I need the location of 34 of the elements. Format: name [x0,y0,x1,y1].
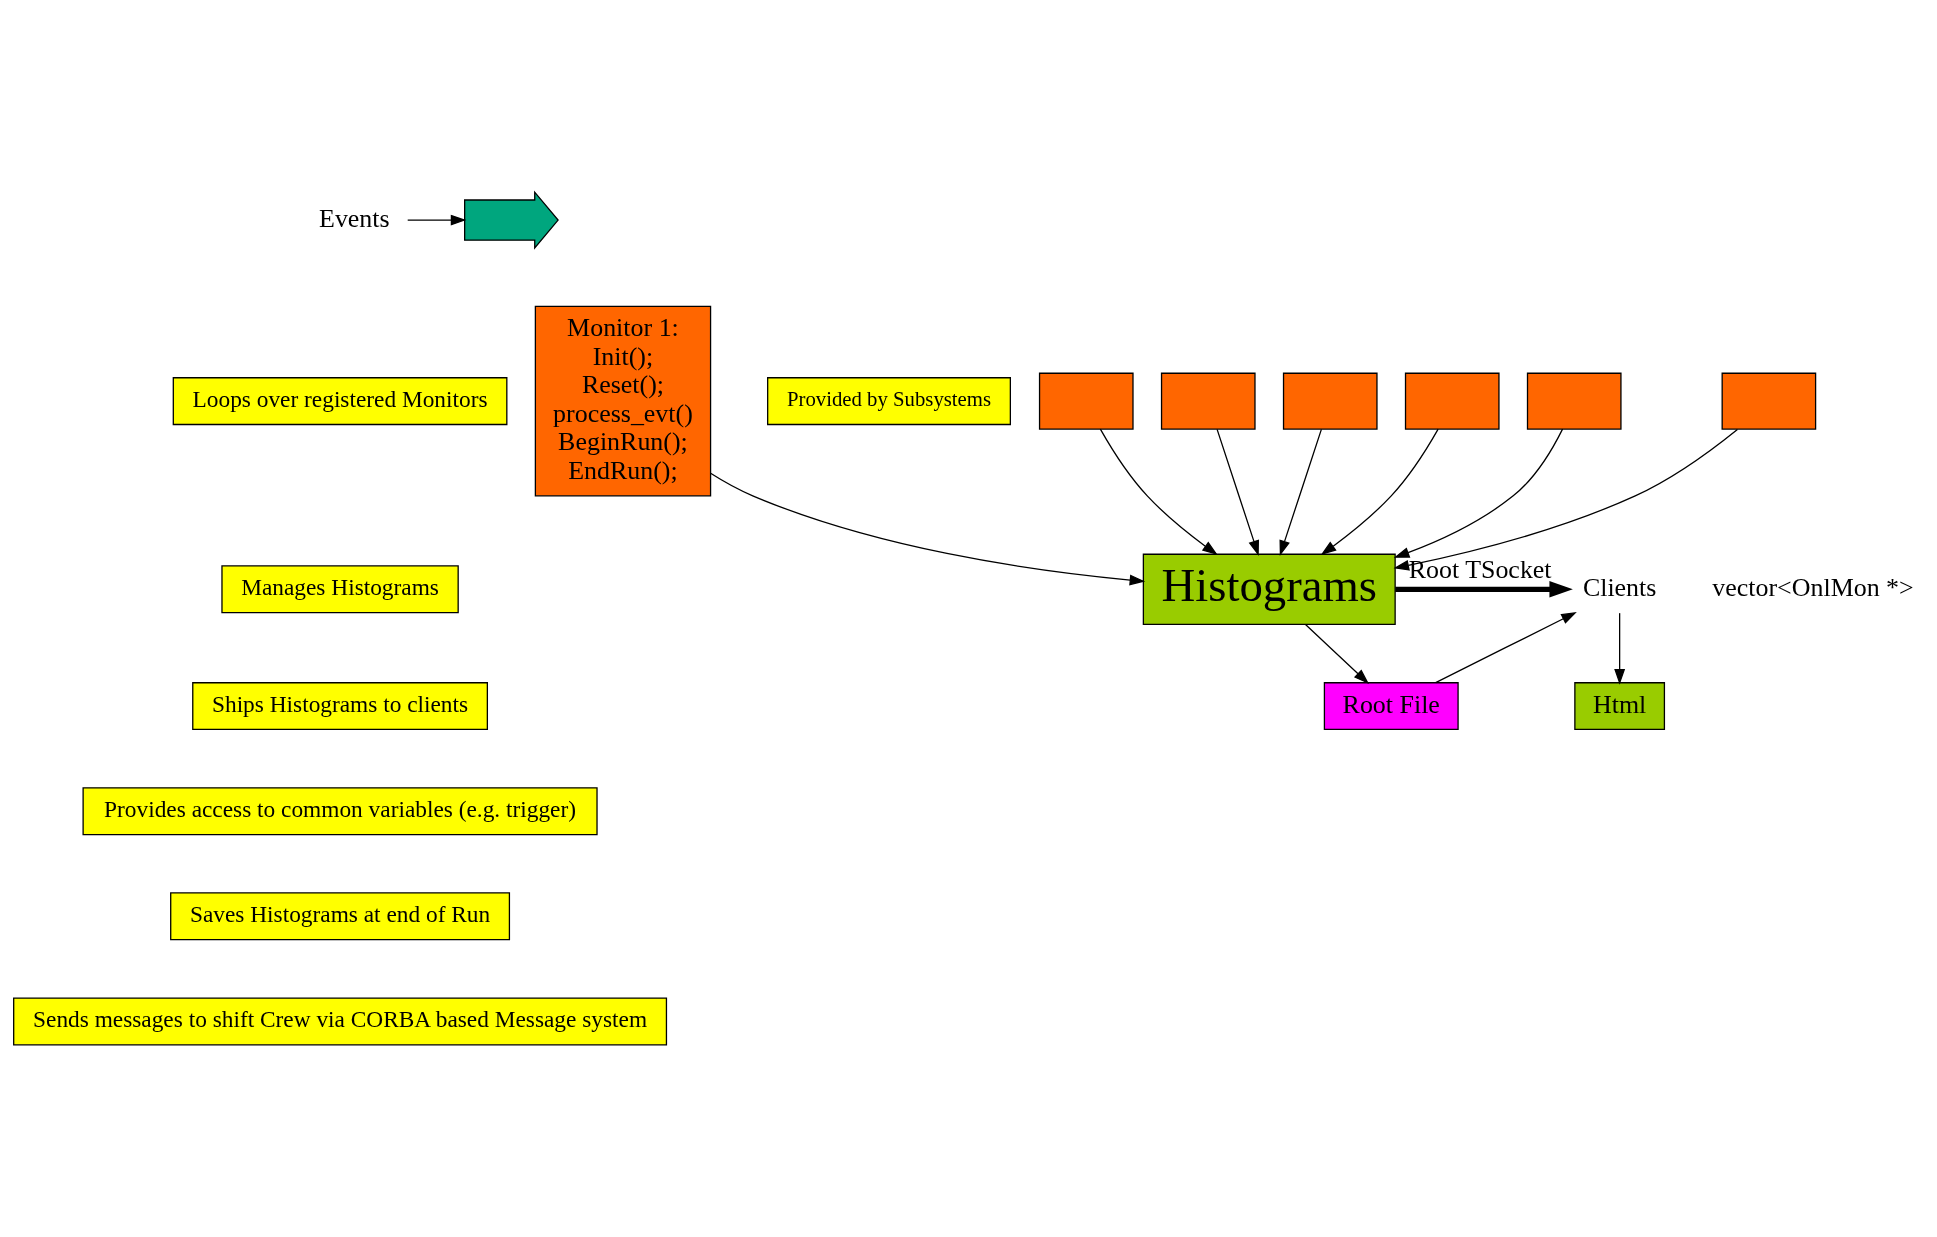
node-box: Ships Histograms to clients [192,682,488,731]
node-box: Sends messages to shift Crew via CORBA based Message system [13,997,668,1046]
arrow [1614,612,1626,685]
arrow [1320,428,1439,556]
arrow [1393,428,1739,571]
node-box: Provided by Subsystems [767,377,1011,426]
node-box: Loops over registered Monitors [172,377,508,426]
node-text: Events [319,203,390,233]
arrow [1304,623,1370,685]
node-box [1038,372,1134,430]
node-arrow [464,190,559,250]
node-box: Monitor 1: Init(); Reset(); process_evt() BeginRun(); EndRun(); [534,305,712,497]
arrow [1216,428,1259,556]
arrow [1099,428,1218,556]
node-box: Root File [1323,682,1459,731]
node-box [1404,372,1500,430]
arrow [1435,612,1577,684]
arrow [407,214,467,226]
node-text: Clients [1582,572,1657,602]
arrow [1279,428,1323,556]
node-box: Provides access to common variables (e.g. trigger) [82,787,598,836]
node-box [1282,372,1378,430]
edge-label: Root TSocket [1408,554,1552,584]
node-box: Html [1574,682,1666,731]
arrow [1393,428,1564,558]
arrow [710,472,1146,586]
label: vector<OnlMon *> [1712,572,1914,602]
node-box: Histograms [1142,553,1396,625]
node-box: Saves Histograms at end of Run [170,892,511,941]
node-box [1526,372,1622,430]
node-box: Manages Histograms [221,565,459,614]
arrow [1395,581,1573,598]
node-box [1160,372,1256,430]
node-box [1721,372,1817,430]
